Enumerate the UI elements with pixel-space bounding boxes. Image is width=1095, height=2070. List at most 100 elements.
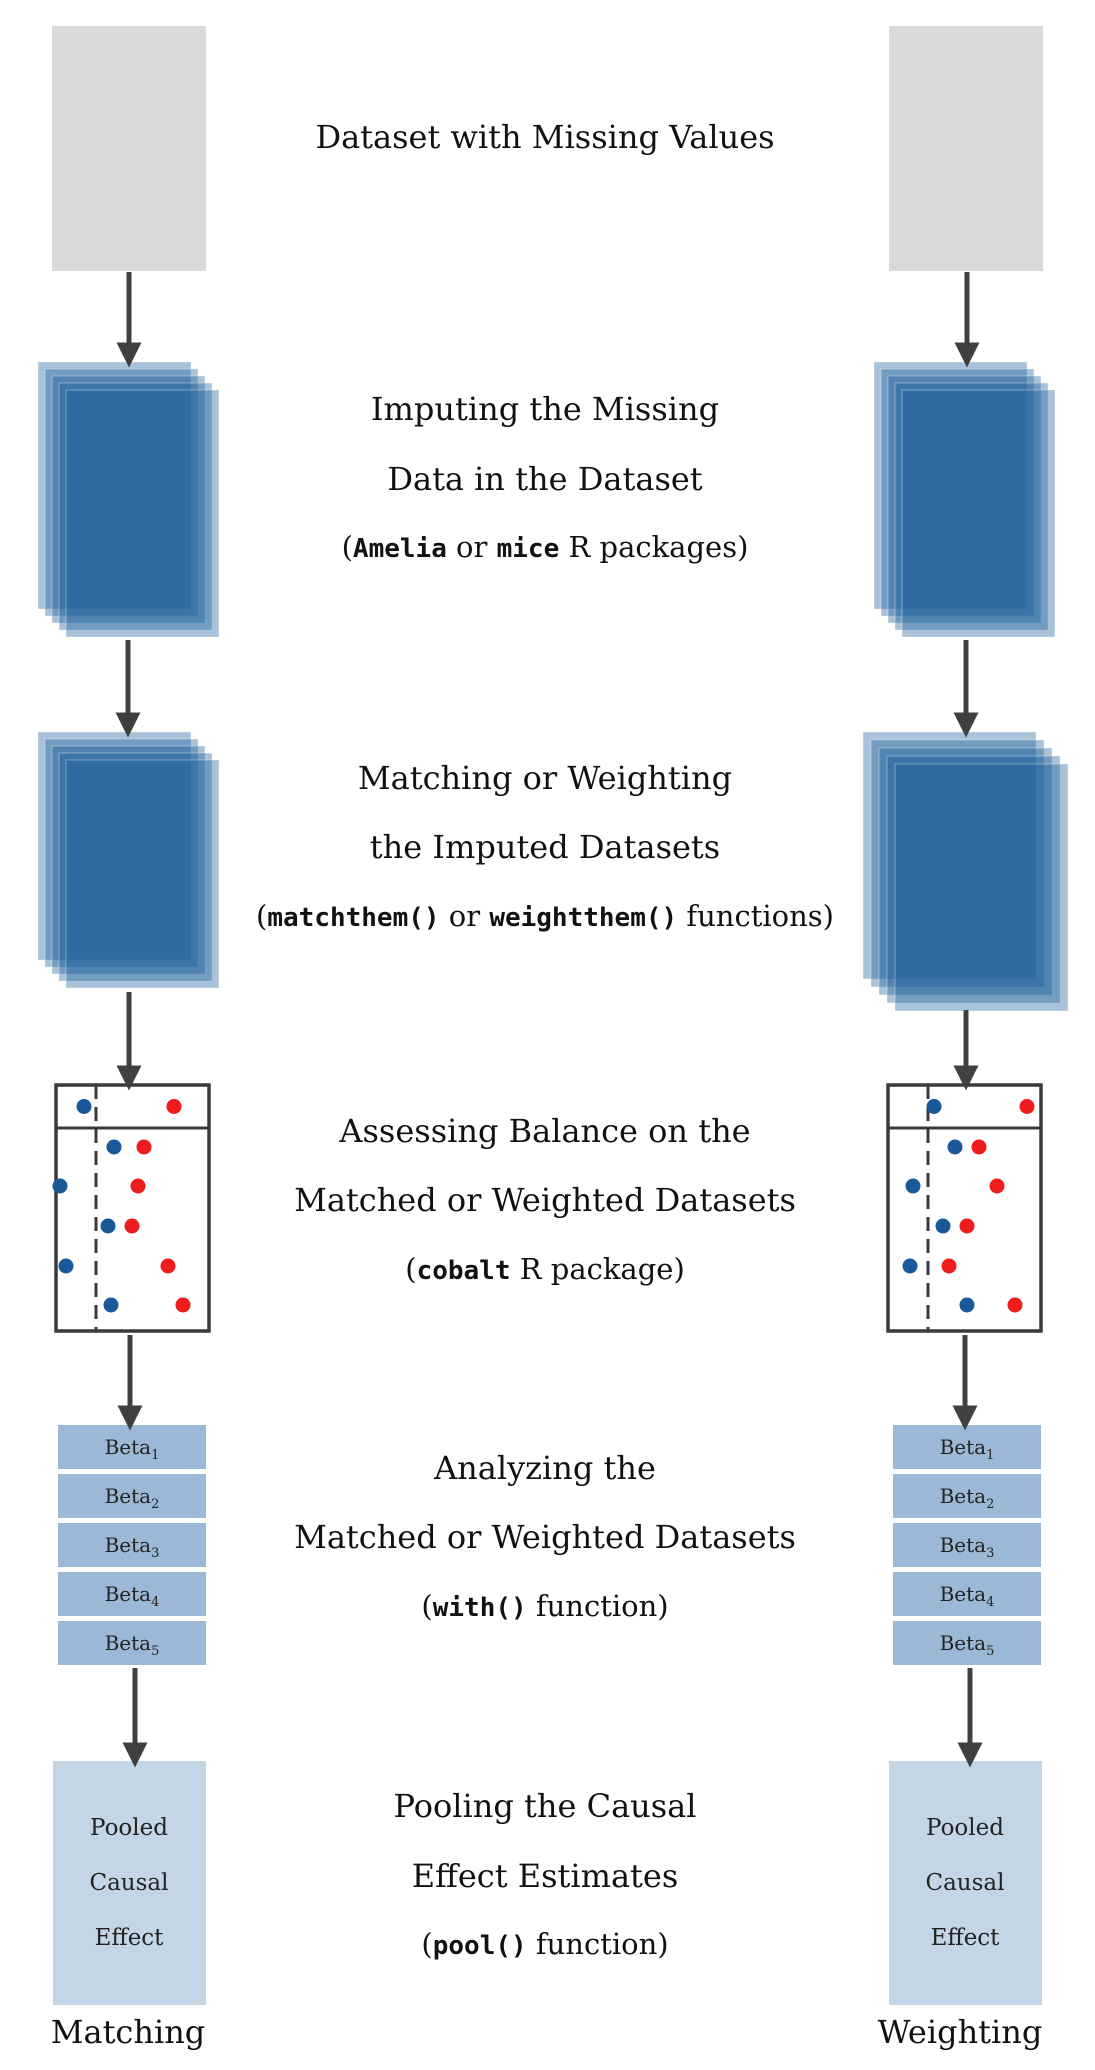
control-point xyxy=(935,1218,951,1234)
step-6-line-2: Effect Estimates xyxy=(412,1857,679,1895)
column-label-weighting: Weighting xyxy=(878,2013,1043,2051)
control-point xyxy=(947,1139,963,1155)
column-label-matching: Matching xyxy=(51,2013,206,2051)
beta-block xyxy=(893,1474,1041,1518)
imputed-datasets-weighting xyxy=(873,361,1056,638)
step-5-line-3: (with() function) xyxy=(421,1589,668,1623)
dataset-copy xyxy=(886,755,1061,1004)
beta-label: Beta4 xyxy=(105,1582,160,1610)
pooled-effect-label: Pooled xyxy=(90,1815,168,1841)
dataset-copy xyxy=(894,382,1049,631)
treated-point xyxy=(971,1139,987,1155)
pooled-effect-weighting xyxy=(889,1761,1042,2005)
balance-plot-matching xyxy=(52,1083,211,1333)
dataset-copy xyxy=(862,731,1037,980)
dataset-copy xyxy=(65,389,220,638)
step-6-line-1: Pooling the Causal xyxy=(394,1787,697,1825)
beta-block xyxy=(893,1425,1041,1469)
missing-dataset-box-matching xyxy=(52,26,206,271)
treated-point xyxy=(1019,1099,1035,1114)
dataset-copy xyxy=(887,375,1042,624)
treated-point xyxy=(1007,1297,1023,1313)
beta-block xyxy=(58,1523,206,1567)
step-5-line-2: Matched or Weighted Datasets xyxy=(294,1518,796,1556)
beta-block xyxy=(893,1572,1041,1616)
beta-label: Beta3 xyxy=(940,1533,995,1561)
control-point xyxy=(926,1099,942,1114)
dataset-copy xyxy=(58,752,213,982)
pooled-effect-matching xyxy=(53,1761,206,2005)
beta-label: Beta2 xyxy=(940,1484,995,1512)
step-4-line-1: Assessing Balance on the xyxy=(338,1112,750,1150)
pooled-effect-label: Effect xyxy=(931,1925,1001,1951)
step-3-line-2: the Imputed Datasets xyxy=(370,828,720,866)
pooled-effect-label: Effect xyxy=(95,1925,165,1951)
control-point xyxy=(52,1178,68,1194)
treated-point xyxy=(124,1218,140,1234)
beta-block xyxy=(58,1621,206,1665)
missing-dataset-box-weighting xyxy=(889,26,1043,271)
beta-label: Beta2 xyxy=(105,1484,160,1512)
treated-point xyxy=(166,1099,182,1114)
dataset-copy xyxy=(870,739,1045,988)
dataset-copy xyxy=(37,361,192,610)
beta-block xyxy=(893,1621,1041,1665)
treated-point xyxy=(175,1297,191,1313)
pooled-effect-label: Causal xyxy=(90,1870,169,1896)
control-point xyxy=(959,1297,975,1313)
dataset-copy xyxy=(51,745,206,975)
step-3-line-3: (matchthem() or weightthem() functions) xyxy=(256,899,834,933)
matched-datasets xyxy=(37,731,220,989)
step-2-line-2: Data in the Dataset xyxy=(387,460,702,498)
dataset-copy xyxy=(65,759,220,989)
dataset-copy xyxy=(878,747,1053,996)
beta-estimates-matching xyxy=(58,1425,206,1665)
weighted-datasets xyxy=(862,731,1069,1012)
control-point xyxy=(100,1218,116,1234)
step-3-line-1: Matching or Weighting xyxy=(358,759,732,797)
step-6-line-3: (pool() function) xyxy=(421,1927,668,1961)
control-point xyxy=(902,1258,918,1274)
imputed-datasets-matching xyxy=(37,361,220,638)
beta-label: Beta3 xyxy=(105,1533,160,1561)
pooled-effect-box xyxy=(53,1761,206,2005)
treated-point xyxy=(160,1258,176,1274)
dataset-copy xyxy=(58,382,213,631)
step-2-line-3: (Amelia or mice R packages) xyxy=(342,530,749,564)
pooled-effect-label: Causal xyxy=(926,1870,1005,1896)
dataset-copy xyxy=(37,731,192,961)
dataset-copy xyxy=(901,389,1056,638)
beta-block xyxy=(58,1474,206,1518)
treated-point xyxy=(130,1178,146,1194)
dataset-copy xyxy=(873,361,1028,610)
treated-point xyxy=(989,1178,1005,1194)
beta-block xyxy=(58,1425,206,1469)
balance-plot-frame xyxy=(886,1083,1043,1333)
control-point xyxy=(106,1139,122,1155)
control-point xyxy=(905,1178,921,1194)
control-point xyxy=(103,1297,119,1313)
control-point xyxy=(58,1258,74,1274)
step-5-line-1: Analyzing the xyxy=(433,1449,656,1487)
beta-block xyxy=(893,1523,1041,1567)
balance-plot-weighting xyxy=(886,1083,1043,1333)
treated-point xyxy=(959,1218,975,1234)
beta-block xyxy=(58,1572,206,1616)
step-1-line-1: Dataset with Missing Values xyxy=(315,118,774,156)
dataset-copy xyxy=(51,375,206,624)
step-4-line-3: (cobalt R package) xyxy=(405,1252,685,1286)
control-point xyxy=(76,1099,92,1114)
pooled-effect-label: Pooled xyxy=(926,1815,1004,1841)
beta-label: Beta5 xyxy=(940,1631,995,1659)
step-2-line-1: Imputing the Missing xyxy=(371,390,719,428)
balance-plot-frame xyxy=(54,1083,211,1333)
dataset-copy xyxy=(894,763,1069,1012)
beta-label: Beta4 xyxy=(940,1582,995,1610)
treated-point xyxy=(941,1258,957,1274)
beta-estimates-weighting xyxy=(893,1425,1041,1665)
beta-label: Beta1 xyxy=(105,1435,160,1463)
step-4-line-2: Matched or Weighted Datasets xyxy=(294,1181,796,1219)
dataset-copy xyxy=(44,368,199,617)
beta-label: Beta5 xyxy=(105,1631,160,1659)
